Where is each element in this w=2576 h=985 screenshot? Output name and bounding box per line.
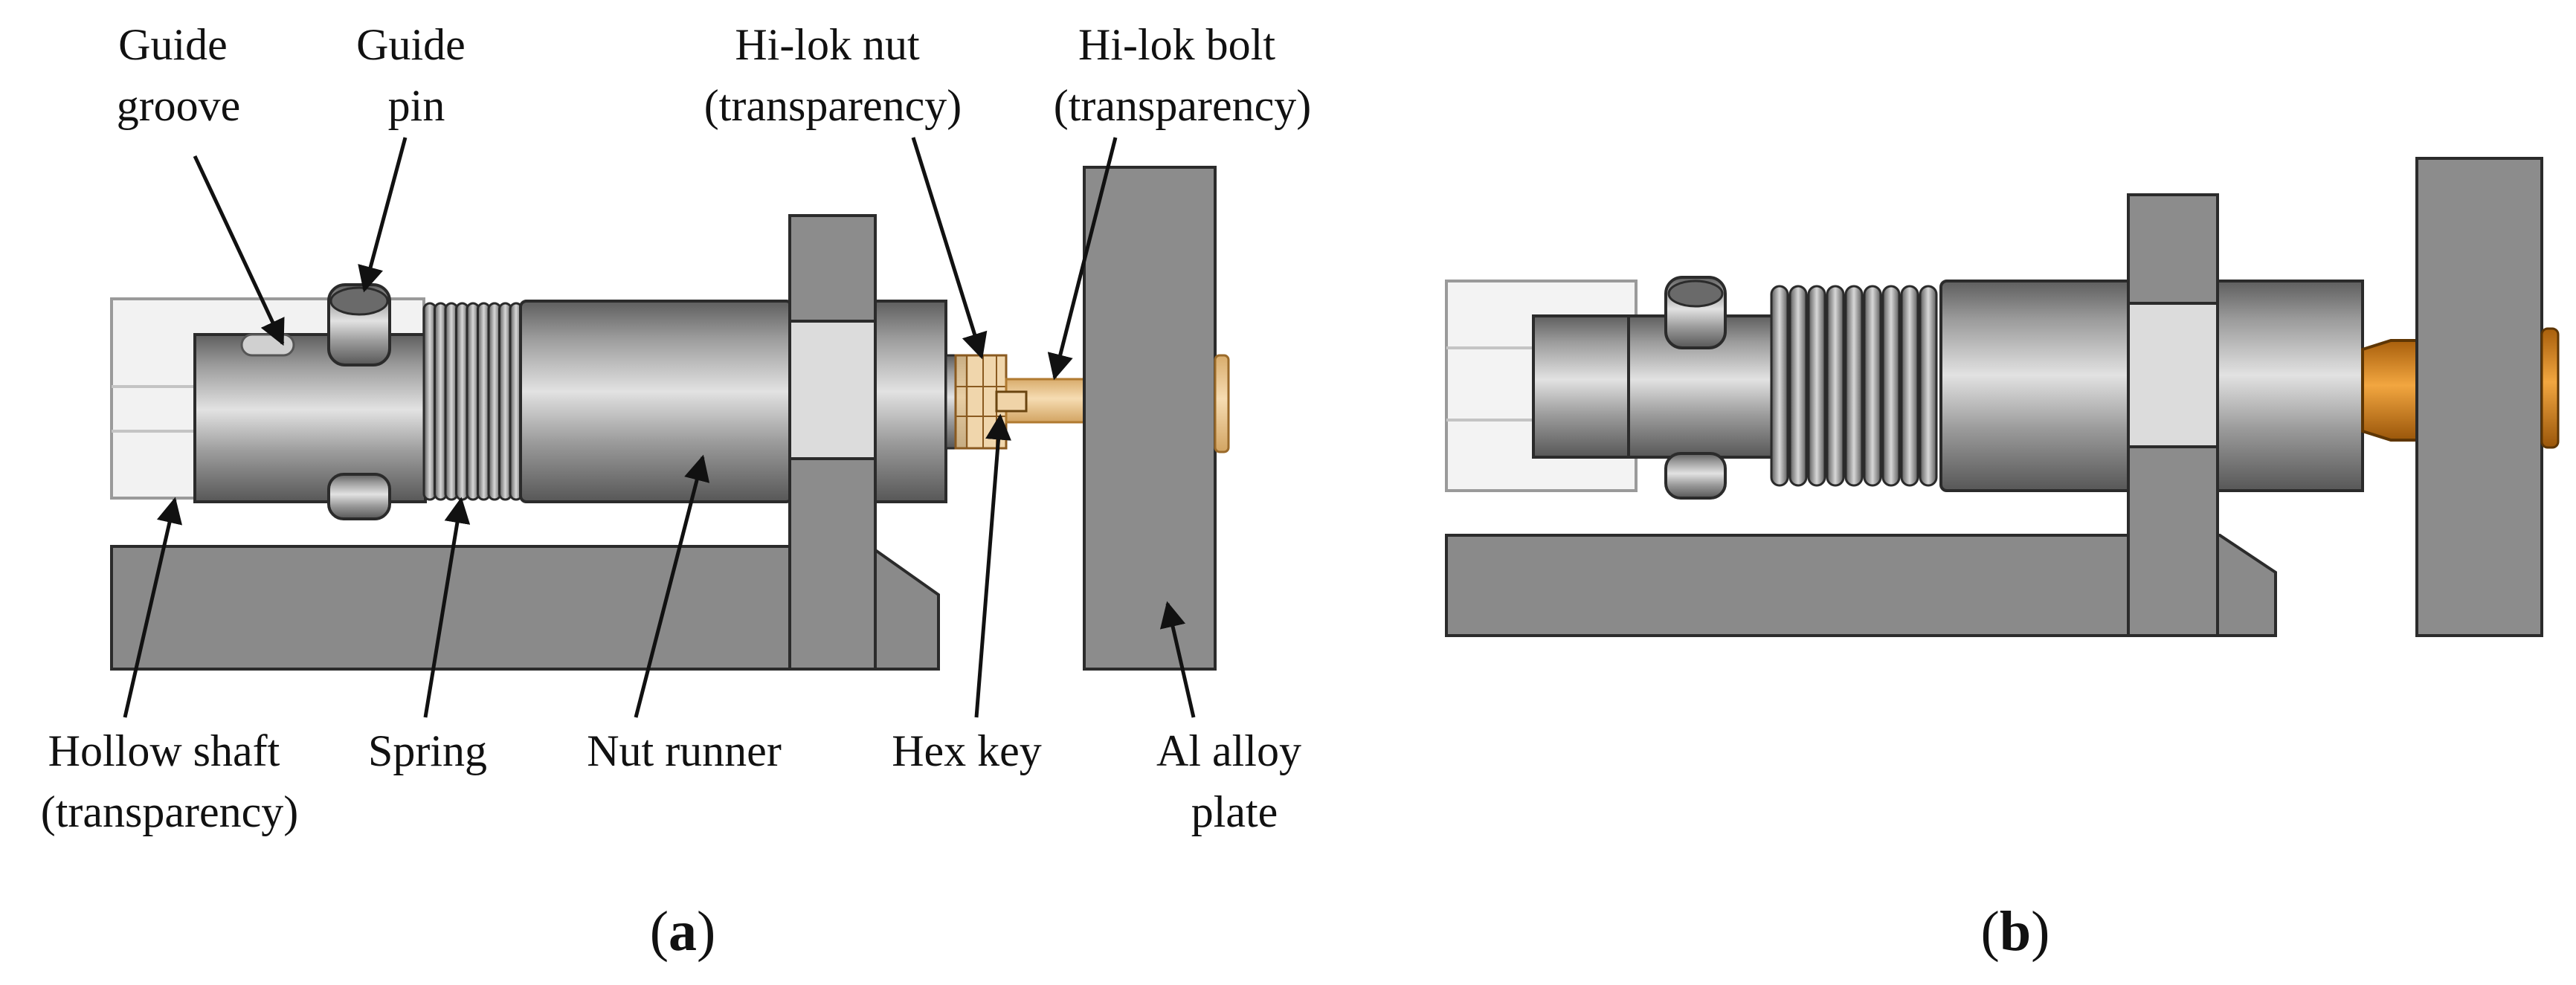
al-plate-b	[2415, 157, 2543, 637]
label-spring: Spring	[368, 726, 487, 775]
hex-key	[995, 390, 1028, 413]
label-guide-pin: Guide pin	[356, 20, 477, 130]
arrow-hilok-nut	[911, 137, 988, 360]
arrow-hilok-bolt	[1047, 137, 1118, 381]
arrow-al-plate	[1159, 601, 1196, 718]
arrow-spring	[423, 497, 471, 718]
spring-coil	[1919, 285, 1938, 487]
panel-b	[1445, 157, 2560, 637]
spring-coil	[1770, 285, 1789, 487]
spring	[422, 302, 524, 501]
hex-face	[788, 320, 877, 460]
label-hollow-shaft: Hollow shaft (transparency)	[41, 726, 298, 836]
hex-face-b	[2127, 302, 2219, 448]
spring-coil	[1900, 285, 1919, 487]
base-plate	[110, 545, 940, 671]
label-nut-runner: Nut runner	[587, 726, 782, 775]
front-cylinder	[874, 300, 947, 503]
arrow-hollow-shaft	[123, 497, 183, 718]
nut-runner-b	[1939, 280, 2143, 492]
spring-coil	[1863, 285, 1882, 487]
label-guide-groove: Guide groove	[117, 20, 241, 130]
caption-b: (b)	[1981, 900, 2050, 963]
guide-pin-bottom	[327, 473, 391, 520]
bolt-collar	[1214, 354, 1230, 453]
al-plate	[1083, 166, 1217, 671]
spring-b	[1770, 285, 1938, 487]
leader-arrows-a	[123, 137, 1196, 718]
spring-coil	[1788, 285, 1808, 487]
hilok-nut-b	[2361, 339, 2418, 442]
spring-coil	[1807, 285, 1826, 487]
label-hilok-bolt: Hi-lok bolt (transparency)	[1054, 20, 1311, 130]
front-cylinder-b	[2216, 280, 2364, 492]
spring-coil	[1844, 285, 1864, 487]
arrow-hex-key	[974, 413, 1011, 718]
guide-shaft	[193, 333, 427, 503]
label-hex-key: Hex key	[892, 726, 1042, 775]
base-plate-b	[1445, 534, 2277, 637]
spring-coil	[1881, 285, 1901, 487]
caption-a: (a)	[650, 900, 716, 963]
labels-a: Guide groove Guide pin Hi-lok nut (trans…	[41, 20, 1313, 836]
label-hilok-nut: Hi-lok nut (transparency)	[704, 20, 962, 130]
guide-pin-bottom-b	[1664, 452, 1727, 500]
guide-shaft-b	[1532, 314, 1640, 459]
guide-groove	[240, 333, 295, 357]
spring-coil	[1826, 285, 1845, 487]
bolt-collar-b	[2540, 327, 2560, 449]
nut-runner	[519, 300, 793, 503]
label-al-plate: Al alloy plate	[1156, 726, 1313, 836]
arrow-guide-groove	[193, 155, 285, 346]
arrow-nut-runner	[634, 454, 710, 718]
panel-a	[110, 166, 1230, 671]
arrow-guide-pin	[358, 137, 408, 293]
